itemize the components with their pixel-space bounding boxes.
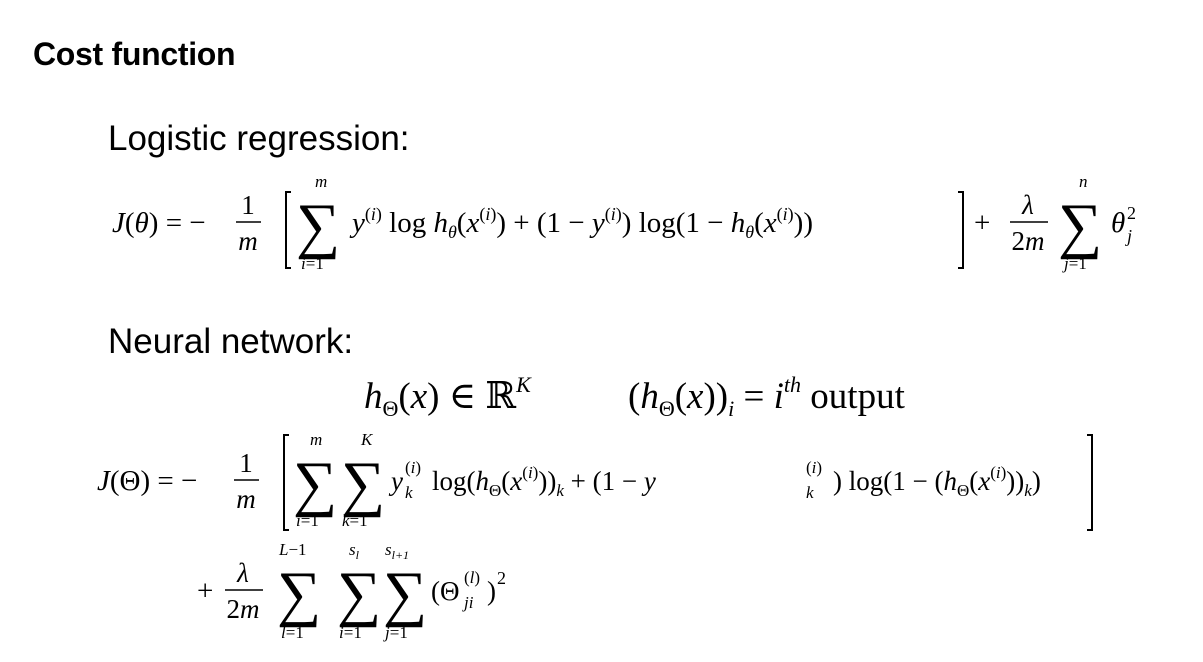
slide-title: Cost function — [33, 36, 236, 72]
svg-text:∑: ∑ — [341, 450, 385, 518]
svg-text:j: j — [1125, 226, 1132, 246]
svg-text:λ: λ — [236, 558, 249, 588]
svg-text:+: + — [197, 575, 213, 607]
svg-text:) log(1 − (hΘ(x(i)))k): ) log(1 − (hΘ(x(i)))k) — [833, 463, 1041, 500]
svg-text:∑: ∑ — [383, 560, 427, 628]
svg-text:(i): (i) — [806, 458, 822, 477]
svg-text:k=1: k=1 — [342, 511, 368, 530]
svg-text:2: 2 — [497, 568, 506, 588]
svg-text:2: 2 — [1127, 203, 1136, 223]
neural-network-heading: Neural network: — [108, 322, 354, 361]
svg-text:J(Θ) = −: J(Θ) = − — [97, 465, 197, 497]
svg-text:ji: ji — [462, 593, 474, 612]
svg-text:i=1: i=1 — [339, 623, 362, 642]
neural-network-regularization-equation: + λ 2m ∑ L−1 l=1 ∑ sl i=1 ∑ sl+1 j=1 (Θ … — [195, 540, 575, 650]
svg-text:): ) — [487, 576, 496, 606]
svg-text:∑: ∑ — [293, 450, 337, 518]
svg-text:hΘ(x) ∈ ℝK: hΘ(x) ∈ ℝK — [364, 372, 532, 421]
svg-text:λ: λ — [1021, 190, 1034, 220]
svg-text:y(i) log hθ(x(i)) + (1 − y(i)): y(i) log hθ(x(i)) + (1 − y(i)) log(1 − h… — [349, 204, 813, 242]
logistic-regression-cost-equation: J(θ) = − 1 m ∑ m i=1 y(i) log hθ(x(i)) +… — [108, 172, 1158, 287]
svg-text:m: m — [236, 484, 256, 514]
svg-text:∑: ∑ — [337, 560, 381, 628]
logistic-regression-heading: Logistic regression: — [108, 119, 410, 158]
svg-text:L−1: L−1 — [278, 540, 307, 559]
svg-text:2m: 2m — [227, 594, 260, 624]
svg-text:(i): (i) — [405, 458, 421, 477]
svg-text:m: m — [315, 172, 327, 191]
svg-text:k: k — [806, 483, 814, 502]
svg-text:∑: ∑ — [277, 560, 321, 628]
svg-text:1: 1 — [239, 448, 253, 478]
svg-text:m: m — [310, 430, 322, 449]
svg-text:(Θ: (Θ — [431, 576, 460, 606]
svg-text:K: K — [360, 430, 374, 449]
svg-text:log(hΘ(x(i)))k + (1 − y: log(hΘ(x(i)))k + (1 − y — [432, 463, 656, 500]
svg-text:∑: ∑ — [1058, 192, 1102, 260]
svg-text:+: + — [974, 207, 990, 239]
svg-text:y: y — [388, 466, 403, 496]
svg-text:(hΘ(x))i = ith output: (hΘ(x))i = ith output — [628, 372, 906, 421]
svg-text:l=1: l=1 — [281, 623, 304, 642]
neural-network-cost-equation: J(Θ) = − 1 m ∑ m i=1 ∑ K k=1 y (i) k log… — [93, 430, 1113, 540]
svg-text:1: 1 — [241, 190, 255, 220]
svg-text:n: n — [1079, 172, 1088, 191]
svg-text:i=1: i=1 — [296, 511, 319, 530]
neural-network-hypothesis-equation: hΘ(x) ∈ ℝK (hΘ(x))i = ith output — [360, 370, 1040, 426]
svg-text:2m: 2m — [1012, 226, 1045, 256]
svg-text:i=1: i=1 — [301, 254, 324, 273]
svg-text:θ: θ — [1111, 207, 1125, 239]
svg-text:∑: ∑ — [296, 192, 340, 260]
svg-text:m: m — [238, 226, 258, 256]
svg-text:sl: sl — [349, 540, 360, 562]
svg-text:j=1: j=1 — [383, 623, 408, 642]
svg-text:k: k — [405, 483, 413, 502]
svg-text:J(θ) = −: J(θ) = − — [112, 207, 206, 239]
svg-text:sl+1: sl+1 — [385, 540, 409, 562]
svg-text:j=1: j=1 — [1062, 254, 1087, 273]
svg-text:(l): (l) — [464, 568, 480, 587]
